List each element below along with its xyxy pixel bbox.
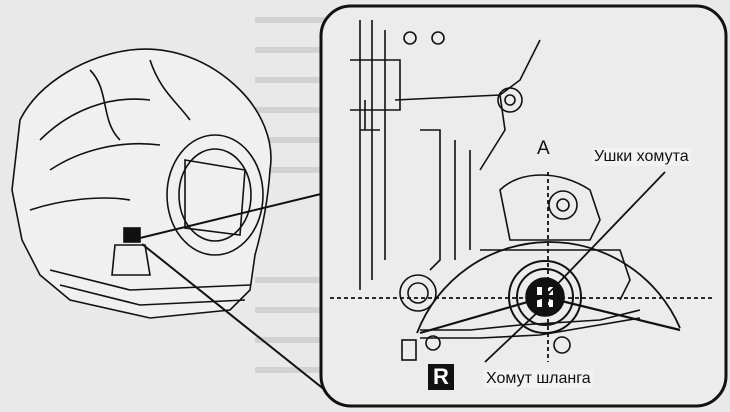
reference-lines: [330, 171, 712, 363]
callout-lines: [139, 192, 336, 399]
r-badge: R: [428, 364, 454, 390]
clamp-ears-label: Ушки хомута: [592, 148, 691, 166]
inset-frame: [319, 4, 728, 408]
view-a-label: A: [537, 138, 550, 159]
inset-detail-drawing: [350, 20, 681, 361]
hose-clamp-label: Хомут шланга: [484, 370, 593, 388]
transmission-overview: [11, 48, 272, 319]
